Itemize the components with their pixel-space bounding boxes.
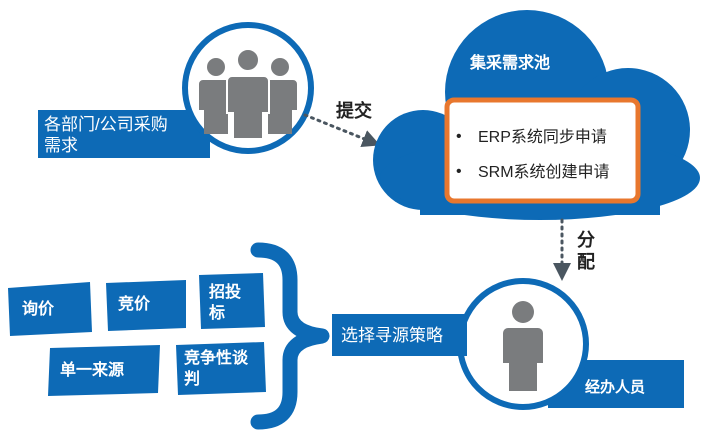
method-box-inquiry: 询价	[8, 282, 92, 336]
distribute-arrow: 分 配	[553, 218, 595, 281]
person-icon	[503, 301, 543, 391]
departments-node: 各部门/公司采购 需求	[38, 22, 314, 158]
method-box-single-source: 单一来源	[48, 345, 160, 396]
pool-item-bullet: •	[456, 163, 462, 180]
handler-label: 经办人员	[585, 378, 645, 396]
pool-items-box	[444, 97, 641, 204]
strategy-node: 选择寻源策略	[332, 314, 467, 356]
people-group-icon	[199, 48, 297, 140]
method-label: 询价	[22, 299, 55, 318]
submit-label: 提交	[336, 100, 372, 121]
pool-title: 集采需求池	[469, 53, 550, 72]
demand-pool-cloud: 集采需求池 • ERP系统同步申请 • SRM系统创建申请	[373, 10, 700, 220]
method-box-negotiation: 竞争性谈 判	[176, 342, 266, 395]
distribute-label-char: 分	[577, 230, 595, 250]
distribute-label-char: 配	[577, 252, 595, 272]
method-label: 招投	[209, 282, 241, 301]
strategy-label: 选择寻源策略	[341, 326, 443, 345]
pool-item: ERP系统同步申请	[478, 128, 607, 146]
sourcing-methods: 询价 竞价 招投 标 单一来源 竞争性谈 判	[8, 273, 266, 396]
pool-item-bullet: •	[456, 128, 462, 145]
method-box-bidding: 竞价	[106, 280, 186, 331]
submit-arrow: 提交	[303, 100, 381, 147]
method-label: 竞价	[118, 294, 151, 313]
method-label: 标	[208, 304, 225, 322]
handler-node: 经办人员	[457, 278, 684, 410]
method-label: 竞争性谈	[184, 348, 249, 367]
method-label: 判	[184, 369, 200, 388]
departments-label-line2: 需求	[44, 136, 78, 155]
pool-item: SRM系统创建申请	[478, 163, 610, 181]
departments-label-bar	[38, 110, 210, 158]
strategy-label-bar	[332, 314, 467, 356]
method-label: 单一来源	[60, 360, 124, 379]
departments-label-line1: 各部门/公司采购	[44, 115, 168, 134]
method-box-tender: 招投 标	[199, 273, 265, 329]
methods-brace	[250, 242, 330, 430]
